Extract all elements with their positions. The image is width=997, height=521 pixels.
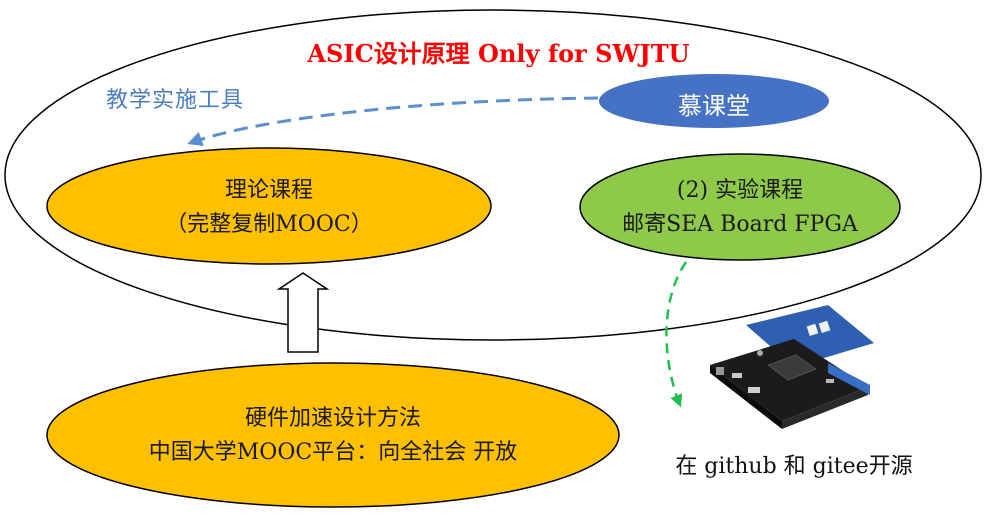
lab-course-node bbox=[579, 153, 901, 261]
mooc-node-label: 慕课堂 bbox=[678, 92, 750, 120]
theory-course-text: 理论课程 （完整复制MOOC） bbox=[47, 174, 491, 242]
mooc-node bbox=[599, 74, 829, 128]
lab-course-subtitle: 邮寄SEA Board FPGA bbox=[622, 212, 858, 237]
lab-course-text: (2) 实验课程 邮寄SEA Board FPGA bbox=[580, 174, 900, 242]
opensource-caption: 在 github 和 gitee开源 bbox=[675, 454, 913, 479]
up-arrow bbox=[276, 272, 330, 353]
theory-course-subtitle: （完整复制MOOC） bbox=[165, 212, 373, 237]
hw-acceleration-node bbox=[46, 362, 620, 508]
lab-to-opensource-arrow bbox=[665, 261, 688, 408]
mooc-to-theory-arrow bbox=[187, 96, 599, 147]
course-scope-ellipse bbox=[4, 9, 982, 341]
hw-acceleration-title: 硬件加速设计方法 bbox=[244, 406, 421, 431]
lab-course-title: (2) 实验课程 bbox=[676, 178, 804, 203]
theory-course-title: 理论课程 bbox=[224, 178, 313, 203]
teaching-tools-label: 教学实施工具 bbox=[106, 88, 245, 113]
fpga-board-icon bbox=[710, 305, 874, 429]
hw-acceleration-text: 硬件加速设计方法 中国大学MOOC平台：向全社会 开放 bbox=[47, 402, 619, 470]
theory-course-node bbox=[46, 147, 492, 265]
hw-acceleration-subtitle: 中国大学MOOC平台：向全社会 开放 bbox=[148, 440, 518, 465]
diagram-title: ASIC设计原理 Only for SWJTU bbox=[307, 39, 690, 68]
